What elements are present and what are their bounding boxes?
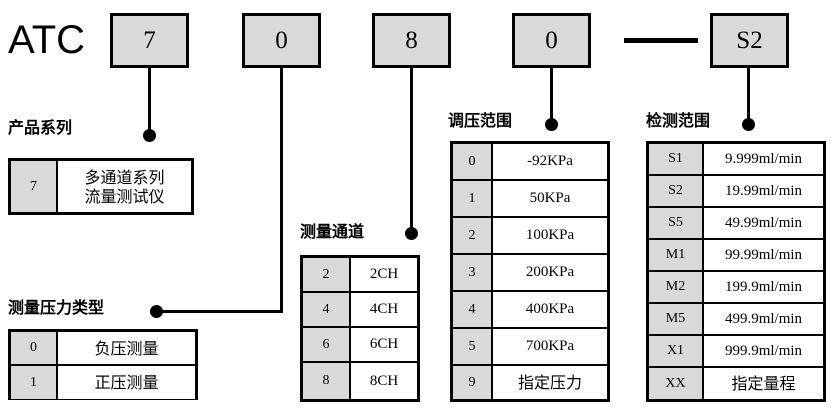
table-row: M2 199.9ml/min (649, 272, 823, 304)
table-cell-code: 5 (453, 329, 493, 364)
table-row: XX 指定量程 (649, 368, 823, 399)
table-cell-code: 1 (453, 181, 493, 216)
connector-dot-pressure-range (545, 118, 558, 131)
table-row: 1 正压测量 (11, 366, 195, 399)
table-cell-code: X1 (649, 336, 704, 366)
code-box-pressure-type[interactable]: 0 (242, 13, 321, 68)
code-box-series[interactable]: 7 (110, 13, 189, 68)
table-row: 4 4CH (303, 293, 417, 328)
caption-product-series: 产品系列 (8, 120, 73, 137)
table-row: S1 9.999ml/min (649, 144, 823, 176)
table-cell-desc: 700KPa (493, 329, 607, 364)
connector-dot-channels (405, 227, 418, 240)
table-cell-desc: 负压测量 (58, 332, 195, 364)
table-cell-desc: 9.999ml/min (704, 144, 823, 174)
table-row: M5 499.9ml/min (649, 304, 823, 336)
caption-channels: 测量通道 (300, 224, 365, 241)
table-cell-desc: 4CH (351, 293, 417, 326)
connector-line-pressure-type-vertical (280, 68, 283, 313)
table-cell-desc: 999.9ml/min (704, 336, 823, 366)
table-cell-desc: 8CH (351, 363, 417, 399)
table-detection-range: S1 9.999ml/min S2 19.99ml/min S5 49.99ml… (646, 141, 826, 402)
connector-line-pressure-type-horizontal (156, 310, 283, 313)
table-row: 8 8CH (303, 363, 417, 399)
table-cell-code: 1 (11, 366, 58, 399)
table-row: 9 指定压力 (453, 366, 607, 399)
table-cell-desc: 指定压力 (493, 366, 607, 399)
table-cell-desc: 199.9ml/min (704, 272, 823, 302)
table-cell-code: S2 (649, 176, 704, 206)
table-cell-desc: 指定量程 (704, 368, 823, 399)
table-cell-code: 2 (303, 258, 351, 291)
caption-detection-range: 检测范围 (646, 113, 711, 130)
table-cell-code: 4 (453, 292, 493, 327)
table-cell-code: 9 (453, 366, 493, 399)
table-cell-desc: 49.99ml/min (704, 208, 823, 238)
table-row: 7 多通道系列 流量测试仪 (11, 161, 191, 212)
table-row: 2 100KPa (453, 218, 607, 255)
table-cell-desc: 200KPa (493, 255, 607, 290)
separator-dash-icon (624, 38, 698, 43)
table-cell-desc: 多通道系列 流量测试仪 (58, 161, 191, 212)
table-cell-code: S5 (649, 208, 704, 238)
table-cell-desc: 19.99ml/min (704, 176, 823, 206)
table-product-series: 7 多通道系列 流量测试仪 (8, 158, 194, 215)
connector-dot-pressure-type (150, 305, 163, 318)
table-cell-code: 4 (303, 293, 351, 326)
connector-line-channels (410, 68, 413, 234)
brand-label: ATC (8, 18, 86, 62)
table-cell-code: S1 (649, 144, 704, 174)
table-cell-code: 2 (453, 218, 493, 253)
table-cell-code: 6 (303, 328, 351, 361)
caption-pressure-type: 测量压力类型 (8, 300, 105, 317)
code-box-detection-range[interactable]: S2 (710, 13, 789, 68)
table-row: 2 2CH (303, 258, 417, 293)
table-cell-desc: -92KPa (493, 144, 607, 179)
table-row: 6 6CH (303, 328, 417, 363)
table-row: 4 400KPa (453, 292, 607, 329)
table-cell-desc: 正压测量 (58, 366, 195, 399)
table-cell-desc: 99.99ml/min (704, 240, 823, 270)
table-cell-code: 0 (453, 144, 493, 179)
table-row: 5 700KPa (453, 329, 607, 366)
table-row: 3 200KPa (453, 255, 607, 292)
connector-line-detection-range (747, 68, 750, 126)
table-row: S2 19.99ml/min (649, 176, 823, 208)
connector-line-pressure-range (550, 68, 553, 126)
table-cell-desc: 100KPa (493, 218, 607, 253)
table-cell-code: M2 (649, 272, 704, 302)
code-box-pressure-range[interactable]: 0 (512, 13, 591, 68)
table-cell-desc: 6CH (351, 328, 417, 361)
table-cell-desc: 400KPa (493, 292, 607, 327)
table-row: 1 50KPa (453, 181, 607, 218)
connector-line-series (148, 68, 151, 136)
table-cell-code: XX (649, 368, 704, 399)
code-box-channels[interactable]: 8 (372, 13, 451, 68)
connector-dot-series (143, 129, 156, 142)
table-cell-code: 3 (453, 255, 493, 290)
table-channels: 2 2CH 4 4CH 6 6CH 8 8CH (300, 255, 420, 402)
table-cell-desc: 2CH (351, 258, 417, 291)
table-cell-desc: 50KPa (493, 181, 607, 216)
table-pressure-range: 0 -92KPa 1 50KPa 2 100KPa 3 200KPa 4 400… (450, 141, 610, 402)
table-cell-code: M1 (649, 240, 704, 270)
table-row: S5 49.99ml/min (649, 208, 823, 240)
table-cell-code: M5 (649, 304, 704, 334)
table-row: 0 负压测量 (11, 332, 195, 366)
caption-pressure-range: 调压范围 (448, 113, 513, 130)
table-pressure-type: 0 负压测量 1 正压测量 (8, 329, 198, 400)
table-cell-code: 8 (303, 363, 351, 399)
table-row: M1 99.99ml/min (649, 240, 823, 272)
table-cell-code: 7 (11, 161, 58, 212)
table-row: X1 999.9ml/min (649, 336, 823, 368)
connector-dot-detection-range (742, 118, 755, 131)
table-cell-desc: 499.9ml/min (704, 304, 823, 334)
table-row: 0 -92KPa (453, 144, 607, 181)
table-cell-code: 0 (11, 332, 58, 364)
